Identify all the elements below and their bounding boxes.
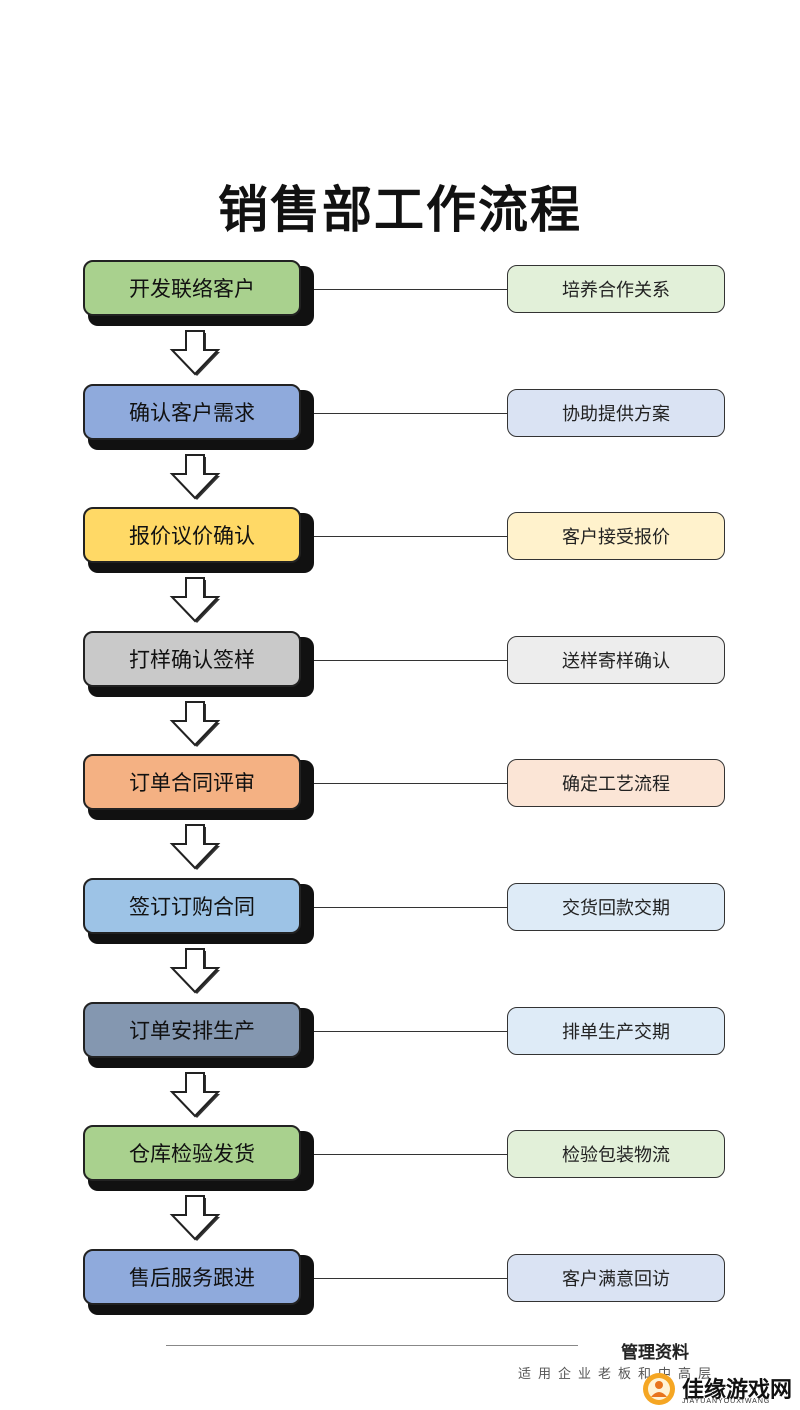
step-connector [314, 1154, 508, 1156]
step-box: 订单合同评审 [83, 754, 301, 811]
step-connector [314, 783, 508, 785]
step-box: 仓库检验发货 [83, 1125, 301, 1182]
down-arrow-icon [169, 948, 221, 994]
page-title: 销售部工作流程 [218, 180, 582, 239]
step-connector [314, 1277, 508, 1279]
step-note: 协助提供方案 [507, 388, 725, 437]
step-box: 报价议价确认 [83, 507, 301, 564]
step-box: 确认客户需求 [83, 383, 301, 440]
step-note: 培养合作关系 [507, 265, 725, 313]
step-note: 确定工艺流程 [507, 759, 725, 808]
down-arrow-icon [169, 700, 221, 747]
step-box: 售后服务跟进 [83, 1248, 301, 1305]
watermark-sub: JIAYUANYOUXIWANG [682, 1398, 771, 1405]
watermark-name: 佳缘游戏网 [682, 1377, 793, 1402]
step-connector [314, 907, 508, 908]
down-arrow-icon [169, 453, 221, 500]
step-box: 开发联络客户 [83, 260, 301, 316]
watermark: 佳缘游戏网 JIAYUANYOUXIWANG [640, 1370, 800, 1410]
step-note: 交货回款交期 [507, 883, 725, 931]
footer-title: 管理资料 [621, 1343, 689, 1362]
step-note: 检验包装物流 [507, 1130, 725, 1179]
step-connector [314, 1030, 508, 1032]
down-arrow-icon [169, 330, 221, 376]
footer-divider [166, 1345, 578, 1346]
down-arrow-icon [169, 1071, 221, 1118]
down-arrow-icon [169, 577, 221, 624]
step-note: 客户满意回访 [507, 1253, 725, 1302]
step-note: 客户接受报价 [507, 512, 725, 561]
step-box: 订单安排生产 [83, 1001, 301, 1058]
step-box: 签订订购合同 [83, 878, 301, 934]
down-arrow-icon [169, 1195, 221, 1242]
watermark-logo-icon [643, 1373, 675, 1405]
step-note: 送样寄样确认 [507, 635, 725, 684]
step-connector [314, 412, 508, 414]
step-connector [314, 659, 508, 661]
step-note: 排单生产交期 [507, 1006, 725, 1055]
step-connector [314, 289, 508, 290]
step-box: 打样确认签样 [83, 630, 301, 687]
step-connector [314, 536, 508, 538]
down-arrow-icon [169, 824, 221, 871]
